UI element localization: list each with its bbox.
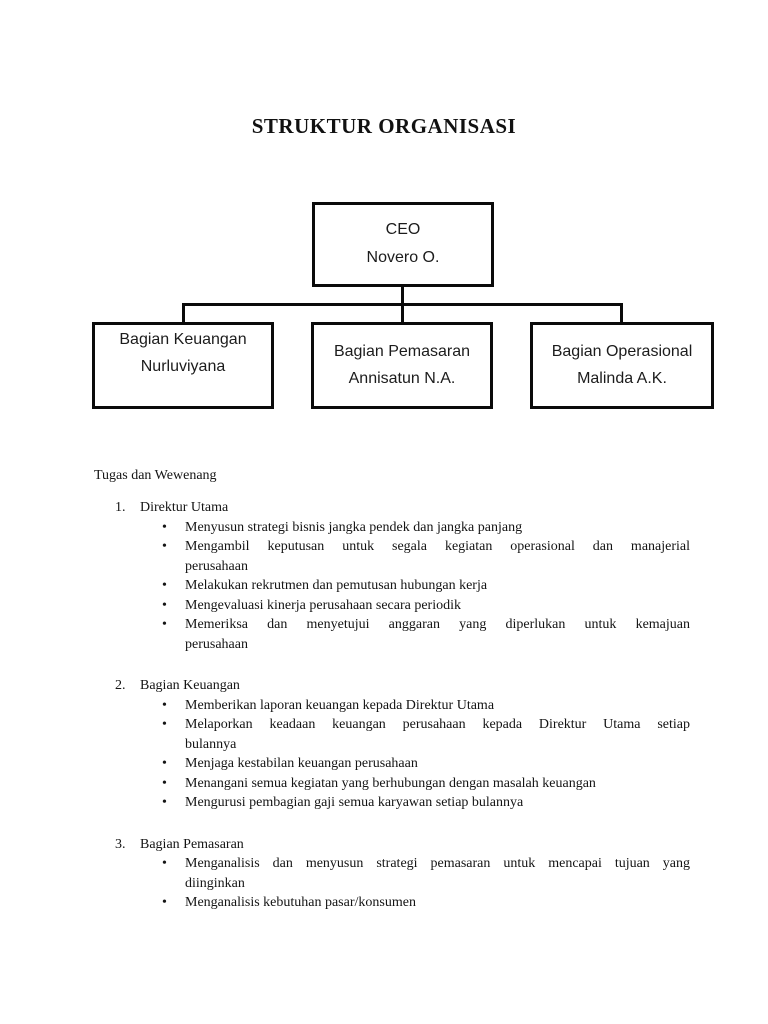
bullet-icon: • bbox=[162, 775, 167, 791]
bullet-icon: • bbox=[162, 578, 167, 593]
connector-stub-right-line bbox=[620, 303, 623, 323]
bullet-item: • Memeriksa dan menyetujui anggaran yang… bbox=[162, 615, 690, 654]
bullet-item: • Mengambil keputusan untuk segala kegia… bbox=[162, 537, 690, 576]
connector-stub-left-line bbox=[182, 303, 185, 323]
bullet-item: • Menganalisis dan menyusun strategi pem… bbox=[162, 854, 690, 893]
bullet-icon: • bbox=[162, 717, 167, 732]
bullet-text: Menjaga kestabilan keuangan perusahaan bbox=[185, 754, 690, 774]
bullet-line: Menjaga kestabilan keuangan perusahaan bbox=[185, 756, 418, 771]
bullet-line: perusahaan bbox=[185, 558, 248, 574]
bullet-text: Mengambil keputusan untuk segala kegiata… bbox=[185, 537, 690, 576]
section-number: 1. bbox=[115, 500, 126, 515]
bullet-line: Menganalisis dan menyusun strategi pemas… bbox=[185, 856, 690, 871]
bullet-line: Menyusun strategi bisnis jangka pendek d… bbox=[185, 519, 523, 535]
tasks-heading: Tugas dan Wewenang bbox=[94, 468, 217, 483]
section-title: Direktur Utama bbox=[140, 500, 229, 515]
tasks-block: Tugas dan Wewenang 1. Direktur Utama • M… bbox=[94, 466, 690, 913]
task-section-direktur-utama: 1. Direktur Utama • Menyusun strategi bi… bbox=[94, 498, 690, 654]
org-node-keuangan: Bagian Keuangan Nurluviyana bbox=[92, 322, 274, 409]
bullet-item: • Menangani semua kegiatan yang berhubun… bbox=[162, 774, 690, 794]
bullet-icon: • bbox=[162, 756, 167, 771]
bullet-text: Mengurusi pembagian gaji semua karyawan … bbox=[185, 793, 690, 813]
bullet-text: Menangani semua kegiatan yang berhubunga… bbox=[185, 774, 690, 794]
bullet-text: Mengevaluasi kinerja perusahaan secara p… bbox=[185, 596, 690, 616]
task-section-bagian-pemasaran: 3. Bagian Pemasaran • Menganalisis dan m… bbox=[94, 835, 690, 913]
bullet-line: bulannya bbox=[185, 736, 237, 752]
org-node-role: Bagian Pemasaran bbox=[333, 343, 471, 360]
bullet-line: Memberikan laporan keuangan kepada Direk… bbox=[185, 697, 495, 713]
bullet-line: Mengevaluasi kinerja perusahaan secara p… bbox=[185, 597, 461, 613]
org-chart: CEO Novero O. Bagian Keuangan Nurluviyan… bbox=[0, 0, 768, 430]
bullet-text: Melaporkan keadaan keuangan perusahaan k… bbox=[185, 715, 690, 754]
org-node-role: CEO bbox=[385, 221, 421, 238]
section-title-row: 2. Bagian Keuangan bbox=[94, 676, 690, 696]
bullet-line: Menangani semua kegiatan yang berhubunga… bbox=[185, 775, 596, 791]
bullet-text: Memberikan laporan keuangan kepada Direk… bbox=[185, 696, 690, 716]
bullet-icon: • bbox=[162, 895, 167, 910]
org-node-name: Malinda A.K. bbox=[577, 370, 667, 387]
page-title: STRUKTUR ORGANISASI bbox=[251, 114, 517, 138]
bullet-text: Menyusun strategi bisnis jangka pendek d… bbox=[185, 518, 690, 538]
org-node-name: Novero O. bbox=[366, 249, 440, 266]
bullet-line: Memeriksa dan menyetujui anggaran yang d… bbox=[185, 617, 690, 632]
bullet-icon: • bbox=[162, 856, 167, 871]
bullet-icon: • bbox=[162, 795, 167, 810]
connector-ceo-drop-line bbox=[401, 287, 404, 305]
bullet-icon: • bbox=[162, 617, 167, 632]
bullet-text: Menganalisis dan menyusun strategi pemas… bbox=[185, 854, 690, 893]
bullet-line: Mengambil keputusan untuk segala kegiata… bbox=[185, 539, 690, 554]
bullet-text: Melakukan rekrutmen dan pemutusan hubung… bbox=[185, 576, 690, 596]
bullet-item: • Melaporkan keadaan keuangan perusahaan… bbox=[162, 715, 690, 754]
bullet-item: • Memberikan laporan keuangan kepada Dir… bbox=[162, 696, 690, 716]
bullet-icon: • bbox=[162, 539, 167, 554]
bullet-text: Memeriksa dan menyetujui anggaran yang d… bbox=[185, 615, 690, 654]
section-title: Bagian Pemasaran bbox=[140, 836, 244, 852]
org-node-name: Nurluviyana bbox=[140, 358, 226, 375]
org-node-operasional: Bagian Operasional Malinda A.K. bbox=[530, 322, 714, 409]
task-section-bagian-keuangan: 2. Bagian Keuangan • Memberikan laporan … bbox=[94, 676, 690, 813]
bullet-line: Mengurusi pembagian gaji semua karyawan … bbox=[185, 795, 524, 810]
connector-stub-middle-line bbox=[401, 303, 404, 323]
bullet-item: • Mengevaluasi kinerja perusahaan secara… bbox=[162, 596, 690, 616]
bullet-icon: • bbox=[162, 597, 167, 613]
bullet-item: • Menganalisis kebutuhan pasar/konsumen bbox=[162, 893, 690, 913]
org-node-role: Bagian Keuangan bbox=[119, 331, 247, 348]
section-number: 2. bbox=[115, 678, 126, 693]
bullet-text: Menganalisis kebutuhan pasar/konsumen bbox=[185, 893, 690, 913]
org-node-name: Annisatun N.A. bbox=[348, 370, 456, 387]
bullet-icon: • bbox=[162, 519, 167, 535]
bullet-item: • Menyusun strategi bisnis jangka pendek… bbox=[162, 518, 690, 538]
bullet-item: • Menjaga kestabilan keuangan perusahaan bbox=[162, 754, 690, 774]
bullet-line: Melaporkan keadaan keuangan perusahaan k… bbox=[185, 717, 690, 732]
section-title: Bagian Keuangan bbox=[140, 678, 240, 693]
bullet-item: • Mengurusi pembagian gaji semua karyawa… bbox=[162, 793, 690, 813]
bullet-line: diinginkan bbox=[185, 875, 245, 891]
org-node-role: Bagian Operasional bbox=[551, 343, 693, 360]
section-number: 3. bbox=[115, 836, 126, 852]
org-node-ceo: CEO Novero O. bbox=[312, 202, 494, 287]
bullet-line: Melakukan rekrutmen dan pemutusan hubung… bbox=[185, 578, 488, 593]
bullet-item: • Melakukan rekrutmen dan pemutusan hubu… bbox=[162, 576, 690, 596]
bullet-icon: • bbox=[162, 697, 167, 713]
section-title-row: 1. Direktur Utama bbox=[94, 498, 690, 518]
section-title-row: 3. Bagian Pemasaran bbox=[94, 835, 690, 855]
bullet-line: Menganalisis kebutuhan pasar/konsumen bbox=[185, 895, 416, 910]
bullet-line: perusahaan bbox=[185, 636, 248, 652]
org-node-pemasaran: Bagian Pemasaran Annisatun N.A. bbox=[311, 322, 493, 409]
